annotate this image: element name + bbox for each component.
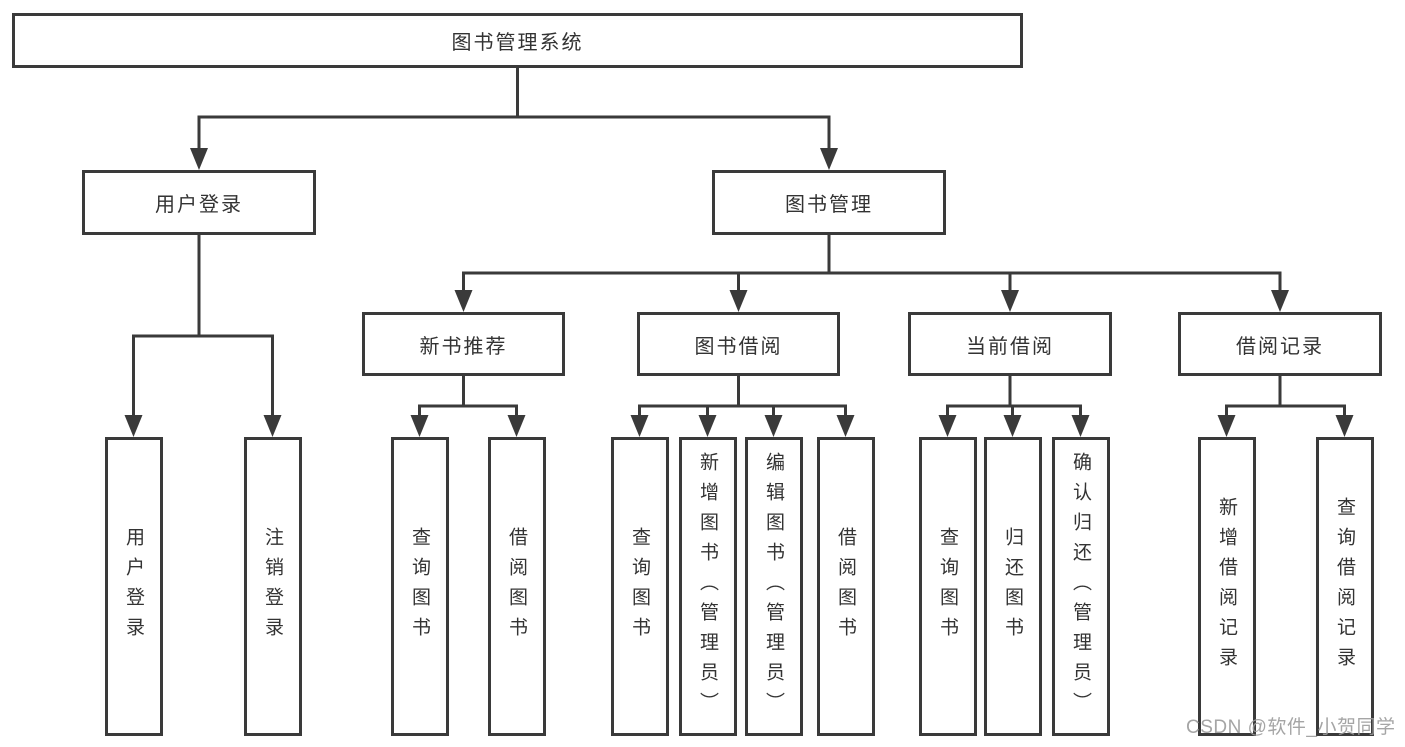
node-book-management: 图书管理 [712,170,946,235]
leaf-confirm-return-admin: 确认归还（管理员） [1051,437,1110,736]
leaf-logout: 注销登录 [243,437,302,736]
leaf-add-borrow-record: 新增借阅记录 [1197,437,1256,736]
leaf-add-books-admin: 新增图书（管理员） [678,437,737,736]
leaf-user-login: 用户登录 [104,437,163,736]
node-root: 图书管理系统 [12,13,1023,68]
node-book-borrowing: 图书借阅 [637,312,840,376]
leaf-return-books: 归还图书 [983,437,1042,736]
watermark: CSDN @软件_小贺同学 [1186,717,1396,738]
leaf-query-borrow-record: 查询借阅记录 [1315,437,1374,736]
leaf-query-books-borrowing: 查询图书 [610,437,669,736]
node-user-login: 用户登录 [82,170,316,235]
node-new-book-recommend: 新书推荐 [362,312,565,376]
leaf-query-books-current: 查询图书 [918,437,977,736]
node-borrowing-records: 借阅记录 [1178,312,1382,376]
leaf-borrow-books-recommend: 借阅图书 [487,437,546,736]
node-current-borrowing: 当前借阅 [908,312,1112,376]
leaf-borrow-books: 借阅图书 [816,437,875,736]
leaf-query-books-recommend: 查询图书 [390,437,449,736]
leaf-edit-books-admin: 编辑图书（管理员） [744,437,803,736]
